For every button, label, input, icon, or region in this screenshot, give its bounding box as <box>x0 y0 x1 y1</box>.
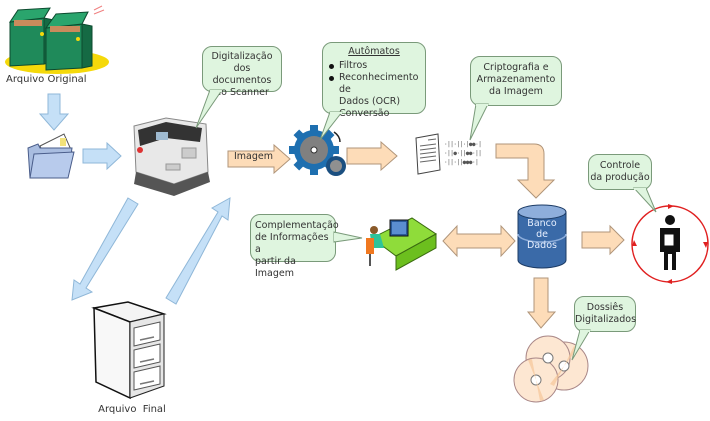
imagem-arrow-label: Imagem <box>234 151 274 162</box>
bubble-digitalizacao-tail <box>195 89 223 129</box>
automatos-item-ocr-line1: Reconhecimento de <box>339 72 419 95</box>
binary-data: ·||·||·|●●·| ·||●·||●●·|| ·||·||●●●·| <box>444 140 482 167</box>
arrow-diagonal-scanner-to-arquivo-final <box>71 197 139 301</box>
bubble-complementacao: Complementação de Informações a partir d… <box>250 214 339 279</box>
bubble-complementacao-tail <box>333 231 363 243</box>
arquivo-original-node: Arquivo Original <box>2 4 112 86</box>
automatos-title: Autômatos <box>348 46 400 57</box>
arrow-curved-to-database <box>495 143 556 199</box>
bubble-controle-tail <box>632 187 657 213</box>
bubble-text: Dossiês <box>586 302 624 313</box>
binary-row: ·||●·||●●·|| <box>444 150 482 157</box>
bubble-text: no Scanner <box>215 87 269 98</box>
arrow-diagonal-arquivo-final-to-scanner <box>165 197 231 305</box>
arquivo-final-label: Arquivo Final <box>98 404 166 415</box>
folder-with-documents-icon <box>27 133 75 179</box>
document-icon <box>415 133 441 175</box>
arrow-down-original-to-folder <box>38 93 70 131</box>
bubble-automatos-tail <box>319 111 344 141</box>
green-file-boxes-icon <box>5 5 109 74</box>
bubble-criptografia: Criptografia e Armazenamento da Imagem <box>470 56 562 106</box>
scanner-icon <box>133 117 210 196</box>
binary-row: ·||·||·|●●·| <box>444 141 482 148</box>
bubble-text: Complementação <box>255 220 339 231</box>
bubble-text: Digitalização dos <box>211 51 273 74</box>
bubble-text: partir da Imagem <box>255 256 296 279</box>
bubble-text: Controle <box>599 160 641 171</box>
bubble-text: Digitalizados <box>575 314 637 325</box>
database-icon <box>517 204 567 269</box>
bubble-text: de Informações a <box>255 232 329 255</box>
arrow-down-database-to-dossies <box>526 277 557 329</box>
database-label-line: Dados <box>527 240 557 251</box>
database-label-line: Banco <box>527 218 557 229</box>
automatos-item-ocr-line2: Dados (OCR) <box>339 96 401 107</box>
bubble-dossies-tail <box>571 329 591 361</box>
database-label-line: de <box>536 229 548 240</box>
gears-automatos-icon <box>289 125 346 176</box>
bubble-criptografia-tail <box>469 103 489 141</box>
arrow-right-folder-to-scanner <box>82 141 122 171</box>
bubble-text: documentos <box>212 75 272 86</box>
bubble-text: Criptografia e <box>483 62 549 73</box>
arrow-right-database-to-controle <box>581 224 625 256</box>
arrow-right-scanner-to-automatos <box>227 143 291 175</box>
bubble-digitalizacao: Digitalização dos documentos no Scanner <box>202 46 282 98</box>
database-label: Banco de Dados <box>514 218 570 251</box>
bubble-text: Armazenamento <box>476 74 556 85</box>
filing-cabinet-icon <box>91 301 167 400</box>
binary-row: ·||·||●●●·| <box>444 159 479 166</box>
automatos-item-filtros: Filtros <box>329 60 425 72</box>
bubble-dossies: Dossiês Digitalizados <box>574 296 636 332</box>
workstation-operator-icon <box>366 217 437 271</box>
bubble-text: da produção <box>590 172 650 183</box>
arrow-bidirectional-workstation-database <box>442 224 516 258</box>
production-control-cycle-icon <box>631 204 709 284</box>
bubble-text: da Imagem <box>489 86 543 97</box>
arquivo-original-label: Arquivo Original <box>6 74 87 85</box>
bubble-controle: Controle da produção <box>588 154 652 190</box>
arrow-right-automatos-to-document <box>346 140 398 172</box>
